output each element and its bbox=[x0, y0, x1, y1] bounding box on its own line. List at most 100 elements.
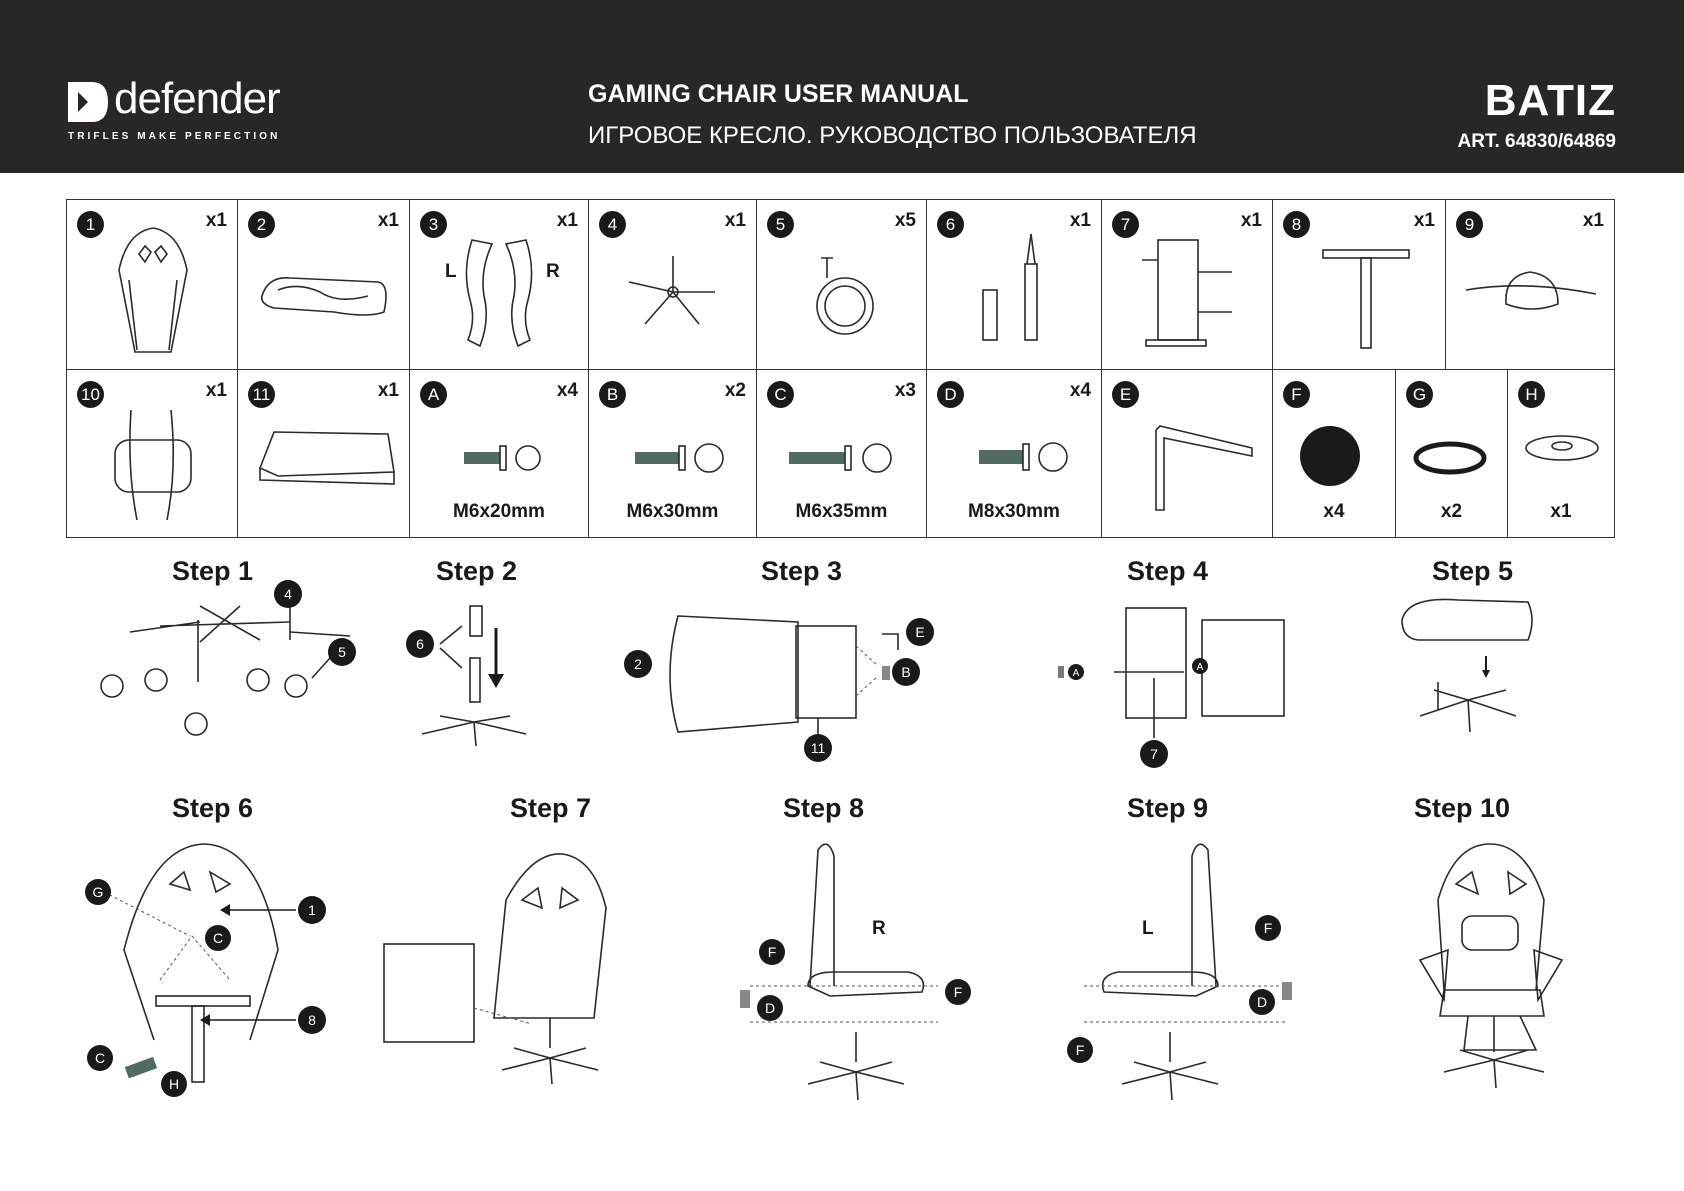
part-quantity: x4 bbox=[1323, 501, 1345, 522]
part-cell-2: 2 x1 bbox=[237, 199, 410, 370]
cap-disc-icon bbox=[1300, 426, 1360, 486]
armrest-left-label: L bbox=[445, 261, 457, 282]
part-letter: A bbox=[420, 381, 447, 408]
marker-11: 11 bbox=[811, 740, 826, 756]
step-7-illustration bbox=[383, 853, 607, 1085]
gas-lift-icon bbox=[982, 233, 1038, 341]
marker-6: 6 bbox=[416, 636, 424, 652]
part-quantity: x1 bbox=[1550, 501, 1572, 522]
part-quantity: x1 bbox=[1582, 210, 1604, 231]
brand-name: defender bbox=[114, 74, 281, 123]
marker-E: E bbox=[915, 624, 924, 640]
side-label-r: R bbox=[872, 918, 886, 939]
bolt-size: M6x20mm bbox=[453, 501, 545, 522]
part-quantity: x1 bbox=[1413, 210, 1435, 231]
part-number: 11 bbox=[248, 381, 275, 408]
part-cell-A: A x4 M6x20mm bbox=[409, 369, 589, 538]
part-cell-E: E bbox=[1101, 369, 1273, 538]
bolt-washer-icon bbox=[464, 445, 541, 471]
washer-icon bbox=[1525, 435, 1599, 461]
step-2-title: Step 2 bbox=[436, 556, 518, 586]
step-5-illustration bbox=[1401, 598, 1533, 733]
marker-A-right: A bbox=[1197, 662, 1204, 673]
step-3-illustration: 2 E B 11 bbox=[624, 615, 934, 762]
part-cell-9: 9 x1 bbox=[1445, 199, 1615, 370]
star-base-icon bbox=[628, 256, 715, 325]
marker-G: G bbox=[93, 884, 104, 900]
part-number: 6 bbox=[937, 211, 964, 238]
part-cell-3: 3 x1 L R bbox=[409, 199, 589, 370]
headrest-pillow-icon bbox=[1465, 271, 1597, 310]
step-5-title: Step 5 bbox=[1432, 556, 1514, 586]
part-letter: F bbox=[1283, 381, 1310, 408]
step-9-illustration: L F D F bbox=[1067, 843, 1292, 1101]
mechanism-icon bbox=[1142, 239, 1232, 347]
header-bar: defender TRIFLES MAKE PERFECTION GAMING … bbox=[0, 0, 1684, 173]
step-1-title: Step 1 bbox=[172, 556, 254, 586]
marker-H: H bbox=[169, 1076, 179, 1092]
marker-D: D bbox=[765, 1000, 775, 1016]
marker-8: 8 bbox=[308, 1012, 316, 1028]
marker-4: 4 bbox=[284, 586, 292, 602]
part-cell-F: F x4 bbox=[1272, 369, 1396, 538]
part-letter: C bbox=[767, 381, 794, 408]
part-number: 9 bbox=[1456, 211, 1483, 238]
step-9-title: Step 9 bbox=[1127, 793, 1209, 823]
part-cell-5: 5 x5 bbox=[756, 199, 927, 370]
step-2-illustration: 6 bbox=[406, 605, 527, 747]
part-number: 5 bbox=[767, 211, 794, 238]
part-quantity: x1 bbox=[205, 210, 227, 231]
part-cell-C: C x3 M6x35mm bbox=[756, 369, 927, 538]
step-3-title: Step 3 bbox=[761, 556, 843, 586]
bolt-washer-icon bbox=[635, 443, 724, 473]
part-cell-11: 11 x1 bbox=[237, 369, 410, 538]
step-10-title: Step 10 bbox=[1414, 793, 1511, 823]
part-number: 4 bbox=[599, 211, 626, 238]
step-7-title: Step 7 bbox=[510, 793, 592, 823]
side-label-l: L bbox=[1142, 918, 1154, 939]
step-10-illustration bbox=[1418, 843, 1564, 1089]
bolt-washer-icon bbox=[979, 442, 1068, 472]
part-quantity: x1 bbox=[1069, 210, 1091, 231]
marker-F-top: F bbox=[1264, 920, 1273, 936]
marker-5: 5 bbox=[338, 644, 346, 660]
model-name: BATIZ bbox=[1484, 76, 1616, 125]
armrest-right-label: R bbox=[546, 261, 560, 282]
t-bracket-icon bbox=[1322, 249, 1410, 349]
part-quantity: x4 bbox=[1069, 380, 1091, 401]
manual-title-ru: ИГРОВОЕ КРЕСЛО. РУКОВОДСТВО ПОЛЬЗОВАТЕЛЯ bbox=[588, 122, 1197, 149]
defender-logo-icon bbox=[68, 82, 108, 122]
marker-1: 1 bbox=[308, 902, 316, 918]
part-cell-10: 10 x1 bbox=[66, 369, 238, 538]
part-number: 7 bbox=[1112, 211, 1139, 238]
part-cell-D: D x4 M8x30mm bbox=[926, 369, 1102, 538]
step-6-title: Step 6 bbox=[172, 793, 254, 823]
backrest-icon bbox=[118, 227, 188, 353]
part-cell-B: B x2 M6x30mm bbox=[588, 369, 757, 538]
marker-C-top: C bbox=[213, 930, 223, 946]
part-letter: D bbox=[937, 381, 964, 408]
step-8-illustration: R F D F bbox=[740, 843, 971, 1101]
allen-key-icon bbox=[1155, 425, 1253, 511]
marker-B: B bbox=[901, 664, 910, 680]
part-quantity: x5 bbox=[894, 210, 916, 231]
step-1-illustration: 4 5 bbox=[100, 580, 356, 736]
marker-2: 2 bbox=[634, 656, 642, 672]
caster-icon bbox=[816, 257, 874, 335]
part-quantity: x4 bbox=[556, 380, 578, 401]
step-4-illustration: A A 7 bbox=[1058, 607, 1285, 768]
part-quantity: x1 bbox=[377, 380, 399, 401]
marker-F-right: F bbox=[954, 984, 963, 1000]
part-letter: G bbox=[1406, 381, 1433, 408]
article-number: ART. 64830/64869 bbox=[1457, 131, 1616, 152]
lumbar-pillow-icon bbox=[114, 409, 192, 521]
part-letter: E bbox=[1112, 381, 1139, 408]
part-quantity: x1 bbox=[205, 380, 227, 401]
manual-title-en: GAMING CHAIR USER MANUAL bbox=[588, 80, 969, 108]
part-cell-G: G x2 bbox=[1395, 369, 1508, 538]
part-quantity: x3 bbox=[894, 380, 916, 401]
part-number: 10 bbox=[77, 381, 104, 408]
marker-C-bottom: C bbox=[95, 1050, 105, 1066]
footrest-icon bbox=[258, 431, 395, 485]
bolt-size: M8x30mm bbox=[968, 501, 1060, 522]
